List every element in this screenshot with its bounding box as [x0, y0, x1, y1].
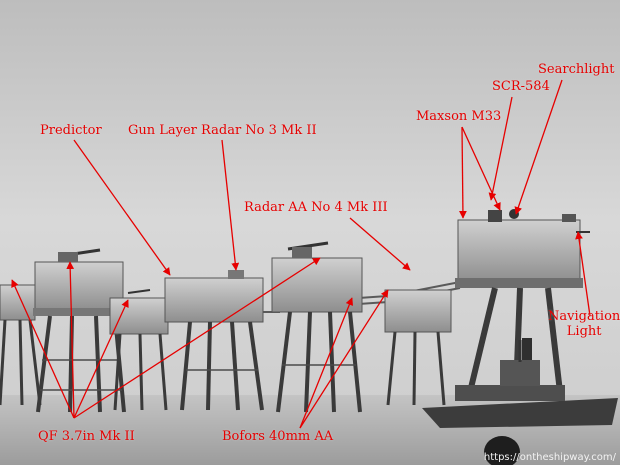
label-scr584: SCR-584 — [492, 79, 550, 94]
arrow-qf-4 — [73, 299, 129, 419]
boat — [422, 340, 618, 428]
label-predictor: Predictor — [40, 123, 102, 138]
photo-credit: https://ontheshipway.com/ — [483, 452, 616, 463]
label-navigation-line1: Navigation — [548, 309, 620, 324]
arrow-gun-layer-radar — [221, 139, 240, 271]
label-searchlight: Searchlight — [538, 62, 615, 77]
tower-gun-centre — [271, 241, 363, 413]
arrow-bofors-2 — [299, 297, 354, 429]
label-navigation-line2: Light — [566, 323, 602, 339]
label-radar-aa: Radar AA No 4 Mk III — [244, 200, 388, 215]
annotation-arrows — [11, 79, 591, 429]
arrow-navigation-light — [575, 231, 591, 317]
arrow-qf-2 — [66, 261, 75, 419]
foreground-head — [484, 436, 520, 465]
label-qf-37in: QF 3.7in Mk II — [38, 429, 135, 444]
arrow-qf-3 — [73, 257, 321, 419]
label-gun-layer-radar: Gun Layer Radar No 3 Mk II — [128, 123, 317, 138]
label-bofors-40mm: Bofors 40mm AA — [222, 429, 334, 444]
label-maxson-m33: Maxson M33 — [416, 109, 502, 124]
arrow-scr584 — [488, 96, 513, 201]
arrow-qf-1 — [11, 279, 75, 419]
tower-searchlight — [455, 209, 590, 393]
arrow-bofors-1 — [299, 289, 389, 429]
arrow-searchlight — [514, 79, 563, 215]
tower-control — [164, 270, 264, 411]
arrow-predictor — [73, 139, 171, 276]
arrow-radar-aa — [349, 217, 411, 271]
arrow-maxson-1 — [459, 126, 467, 219]
tower-bofors-left — [109, 289, 169, 411]
tower-bofors-right — [384, 289, 452, 406]
label-navigation-light: Navigation Light — [548, 309, 620, 340]
